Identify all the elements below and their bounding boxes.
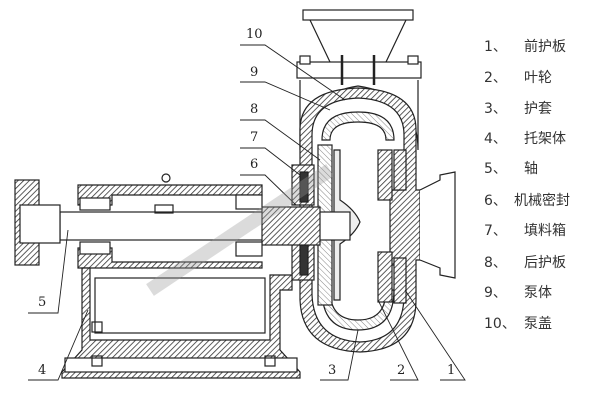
callout-7: 7	[250, 130, 258, 145]
callout-labels: 10 9 8 7 6 5 4 3 2 1	[38, 27, 455, 378]
legend-label: 托架体	[524, 131, 566, 147]
legend-label: 叶轮	[524, 70, 552, 86]
stuffing-box	[291, 164, 315, 281]
legend-label: 泵盖	[524, 316, 552, 332]
legend-number: 5、	[484, 161, 507, 177]
leader-lines	[28, 44, 466, 381]
legend-label: 轴	[524, 161, 538, 177]
callout-5: 5	[38, 295, 46, 310]
legend-number: 8、	[484, 255, 507, 271]
legend-number: 6、	[484, 193, 507, 209]
shaft	[59, 206, 351, 246]
pump-cross-section-drawing: 10 9 8 7 6 5 4 3 2 1	[14, 9, 466, 381]
legend-label: 后护板	[524, 255, 566, 271]
bearing-housing	[77, 173, 263, 269]
callout-9: 9	[250, 65, 258, 80]
watermark-logo	[146, 164, 334, 296]
legend-number: 4、	[484, 131, 507, 147]
legend-number: 2、	[484, 70, 507, 86]
coupling	[14, 179, 61, 266]
callout-1: 1	[447, 363, 455, 378]
front-liner-inlet	[393, 149, 456, 304]
discharge-outlet	[296, 9, 422, 85]
legend-number: 7、	[484, 223, 507, 239]
legend-number: 1、	[484, 39, 507, 55]
legend-label: 护套	[524, 101, 552, 117]
callout-3: 3	[328, 363, 336, 378]
legend-label: 泵体	[524, 285, 552, 301]
callout-4: 4	[38, 363, 46, 378]
legend-number: 9、	[484, 285, 507, 301]
legend-number: 10、	[484, 316, 516, 332]
legend-label: 前护板	[524, 39, 566, 55]
callout-6: 6	[250, 157, 258, 172]
callout-10: 10	[246, 27, 263, 42]
callout-2: 2	[397, 363, 405, 378]
legend-label: 填料箱	[524, 223, 566, 239]
support-frame	[61, 267, 301, 379]
legend-label: 机械密封	[514, 193, 570, 209]
legend-number: 3、	[484, 101, 507, 117]
callout-8: 8	[250, 102, 258, 117]
